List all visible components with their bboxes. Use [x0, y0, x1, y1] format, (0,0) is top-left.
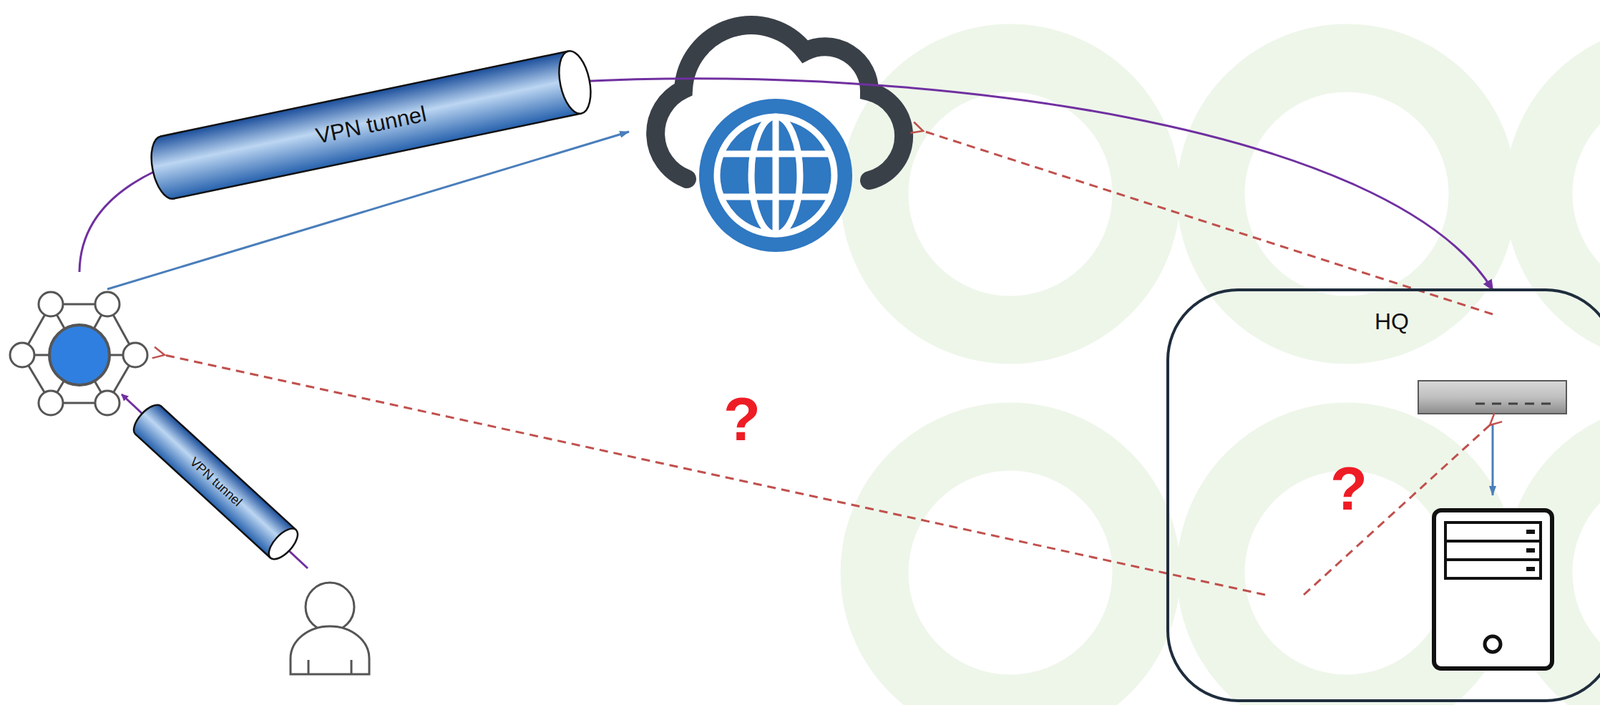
hub-dot: [38, 390, 63, 416]
tunnel-body: [135, 405, 296, 558]
router-port: [1475, 402, 1485, 406]
server-leds: [1526, 529, 1535, 572]
question-mark: ?: [723, 388, 761, 450]
tunnel-edge: [161, 405, 297, 530]
hub-dot: [95, 390, 120, 416]
vpn-path: [79, 171, 154, 272]
user-body: [290, 626, 370, 675]
server-button: [1484, 636, 1501, 652]
dashed-flow: [1303, 425, 1490, 595]
vpn-tunnel: VPN tunnel: [144, 45, 598, 203]
globe-parallel: [719, 150, 832, 158]
server-drawers: [1445, 522, 1541, 579]
dashed-flow: [923, 130, 1493, 315]
router-port: [1491, 402, 1502, 406]
server-icon: [1433, 510, 1553, 669]
vpn-tunnel: VPN tunnel: [126, 397, 305, 567]
server-led: [1526, 566, 1535, 572]
hub-hexagon: [22, 304, 136, 403]
user-arm: [307, 659, 310, 675]
globe-lines: [716, 116, 835, 234]
tunnel-body: [160, 50, 582, 199]
router-port: [1508, 402, 1518, 406]
user-arm: [350, 659, 353, 675]
user-icon: [290, 582, 370, 675]
globe-meridian: [772, 116, 780, 234]
globe-meridian: [751, 116, 800, 234]
site-label: HQ: [1169, 308, 1600, 335]
router-port: [1524, 402, 1535, 406]
watermark-ring: [874, 436, 1147, 705]
router-device: [1418, 380, 1567, 414]
server-drawer: [1445, 522, 1541, 541]
watermark: [874, 57, 1600, 705]
site-box: HQ: [1166, 288, 1600, 702]
router-ports: [1475, 402, 1551, 406]
lan-link: [1491, 425, 1495, 496]
dashed-flow: [164, 354, 1266, 595]
router-port: [1541, 402, 1551, 406]
globe-icon: [699, 98, 853, 252]
hub-dot: [123, 342, 148, 368]
server-drawer: [1445, 559, 1541, 579]
hub-dot: [95, 291, 120, 317]
user-head: [305, 582, 355, 632]
hub-center: [49, 324, 110, 385]
vpn-path: [121, 394, 308, 569]
question-mark: ?: [1330, 457, 1368, 519]
tunnel-opening: [553, 47, 596, 116]
globe-outline: [716, 116, 835, 234]
hub-dot: [38, 291, 63, 317]
tunnel-opening: [263, 523, 302, 564]
vpn-connector: [576, 78, 1493, 290]
hub-icon: [10, 291, 148, 416]
tunnel-edge: [135, 433, 271, 558]
server-led: [1526, 548, 1535, 553]
server-led: [1526, 529, 1535, 534]
server-drawer: [1445, 540, 1541, 560]
globe-parallel: [719, 193, 832, 201]
hub-dot: [10, 342, 35, 368]
